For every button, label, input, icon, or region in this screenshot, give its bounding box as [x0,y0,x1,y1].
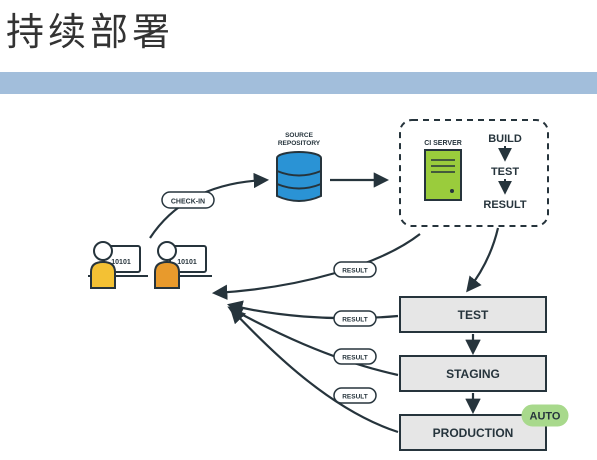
database-icon [276,151,322,202]
developer-2-icon: 10101 [154,241,212,289]
stage-staging-label: STAGING [446,367,500,381]
page-title: 持续部署 [6,10,175,54]
repository-label-line2: REPOSITORY [278,140,321,147]
result-tag-production-label: RESULT [342,394,368,401]
ci-result-arrow [211,233,421,300]
ci-step-test: TEST [491,166,519,178]
developer-2-head [157,241,177,261]
checkin-tag-box [161,191,215,209]
stage-production: PRODUCTION [399,414,547,451]
source-repository: SOURCE REPOSITORY [276,132,322,202]
ci-server-label: CI SERVER [424,140,462,147]
developer-1-icon: 10101 [88,241,148,289]
developer-2-screen-text: 10101 [177,259,197,266]
result-tag-staging-label: RESULT [342,355,368,362]
server-icon [424,149,462,201]
stage-staging: STAGING [399,355,547,392]
result-tag-staging: RESULT [333,348,377,365]
developer-1-body [90,260,116,289]
stage-test-label: TEST [458,308,489,322]
result-tag-test-label: RESULT [342,317,368,324]
result-tag-ci: RESULT [333,261,377,278]
auto-badge-label: AUTO [530,411,561,423]
ci-step-build: BUILD [488,133,522,145]
stage-production-label: PRODUCTION [433,426,514,440]
auto-badge: AUTO [521,404,569,427]
title-underline-bar [0,72,597,94]
ci-to-test-arrow [466,227,500,293]
stage-test: TEST [399,296,547,333]
ci-server-group: CI SERVER BUILD TEST RESULT [399,119,549,227]
developer-2-body [154,260,180,289]
checkin-tag: CHECK-IN [161,191,215,209]
production-result-arrow [229,307,399,434]
developer-1-head [93,241,113,261]
result-tag-ci-label: RESULT [342,268,368,275]
ci-step-result: RESULT [483,199,526,211]
repository-label-line1: SOURCE [285,132,313,139]
developer-1-screen-text: 10101 [111,259,131,266]
result-tag-test: RESULT [333,310,377,327]
checkin-tag-label: CHECK-IN [171,199,205,206]
checkin-arrow [149,172,270,239]
result-tag-production: RESULT [333,387,377,404]
